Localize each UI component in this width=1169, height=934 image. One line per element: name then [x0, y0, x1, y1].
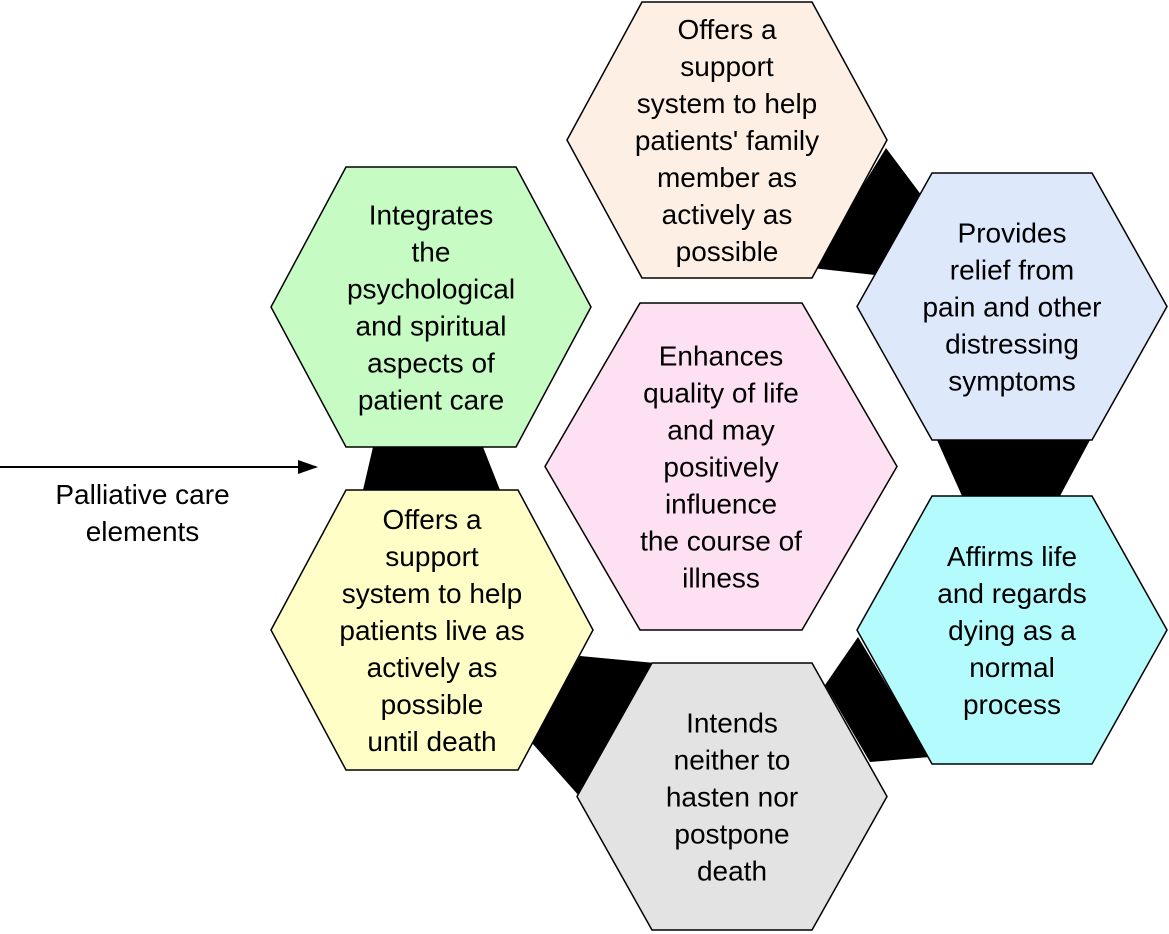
hexagon-text-line: and may — [667, 415, 774, 446]
hexagon-neither: Intends neither to hasten nor postpone death — [576, 662, 888, 931]
hexagon-shape — [270, 489, 594, 771]
hexagon-text-line: influence — [665, 489, 777, 520]
hexagon-enhances: Enhances quality of life and may positively… — [544, 302, 898, 631]
hexagon-text-line: distressing — [945, 329, 1079, 360]
hexagon-family-support: Offers a support system to help patients' f… — [566, 1, 888, 279]
hexagon-text-line: and regards — [937, 578, 1086, 609]
hexagon-text-line: Offers a — [382, 504, 482, 535]
hexagon-text-line: the — [412, 237, 451, 268]
connector-integrates-patient — [363, 447, 500, 490]
hexagon-shape — [856, 495, 1168, 765]
hexagon-text-line: support — [680, 51, 774, 82]
connector-affirms-neither — [825, 637, 930, 762]
hexagon-text-line: aspects of — [367, 348, 495, 379]
hexagon-text-line: patients' family — [635, 125, 819, 156]
hexagon-shape — [270, 166, 592, 448]
hexagon-text-line: relief from — [950, 255, 1074, 286]
connector-neither-patient — [532, 656, 655, 797]
hexagon-shape — [576, 662, 888, 931]
hexagon-text-line: hasten nor — [666, 782, 798, 813]
palliative-care-label-line: elements — [85, 516, 200, 547]
hexagon-text-line: Integrates — [369, 200, 494, 231]
hexagon-text-line: positively — [663, 452, 778, 483]
hexagon-shape — [566, 1, 888, 279]
hexagon-text-line: postpone — [674, 819, 789, 850]
hexagon-text-line: support — [385, 541, 479, 572]
hexagon-text-line: dying as a — [948, 615, 1076, 646]
hexagon-text-line: member as — [657, 162, 797, 193]
hexagon-text-line: patient care — [358, 385, 504, 416]
hexagon-shape — [856, 172, 1168, 441]
hexagon-affirms: Affirms life and regards dying as a normal p… — [856, 495, 1168, 765]
hexagon-text-line: system to help — [637, 88, 818, 119]
hexagon-relief: Provides relief from pain and other distres… — [856, 172, 1168, 441]
hexagon-text-line: Affirms life — [947, 541, 1077, 572]
connector-relief-affirms — [937, 440, 1090, 496]
hexagon-text-line: process — [963, 689, 1061, 720]
hexagon-text-line: actively as — [662, 199, 793, 230]
hexagon-text-line: psychological — [347, 274, 515, 305]
hexagon-text-line: possible — [676, 236, 779, 267]
hexagon-text-line: patients live as — [339, 615, 524, 646]
hexagon-text-line: actively as — [367, 652, 498, 683]
hexagon-text-line: until death — [367, 726, 496, 757]
hexagon-text-line: and spiritual — [356, 311, 507, 342]
hexagon-text-line: pain and other — [922, 292, 1101, 323]
hexagon-text-line: Provides — [958, 218, 1067, 249]
hexagon-shape — [544, 302, 898, 631]
hexagon-text-line: quality of life — [643, 378, 799, 409]
hexagon-text-line: the course of — [640, 526, 802, 557]
hexagon-text-line: normal — [969, 652, 1055, 683]
hexagon-text-line: neither to — [674, 745, 791, 776]
connectors — [363, 148, 1090, 797]
hexagon-patient-support: Offers a support system to help patients li… — [270, 489, 594, 771]
hexagon-layer: Offers a support system to help patients' f… — [270, 1, 1168, 931]
palliative-care-label: Palliative care elements — [20, 476, 265, 550]
hexagon-text-line: Enhances — [659, 341, 784, 372]
hexagon-text-line: Intends — [686, 708, 778, 739]
hexagon-text-line: possible — [381, 689, 484, 720]
connector-family-relief — [812, 148, 922, 275]
palliative-care-label-line: Palliative care — [55, 479, 230, 510]
hexagon-text-line: symptoms — [948, 366, 1076, 397]
hexagon-text-line: Offers a — [677, 14, 777, 45]
hexagon-text-line: illness — [682, 563, 760, 594]
hexagon-text-line: system to help — [342, 578, 523, 609]
hexagon-text-line: death — [697, 856, 767, 887]
hexagon-integrates: Integrates the psychological and spiritual a… — [270, 166, 592, 448]
